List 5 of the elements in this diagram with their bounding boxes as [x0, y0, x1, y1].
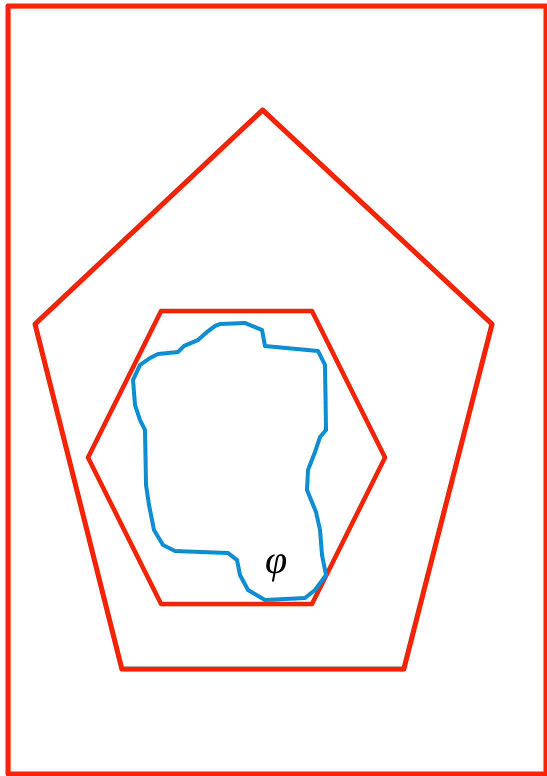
closed-curve [133, 323, 326, 600]
outer-frame [8, 6, 546, 774]
pentagon-outline [35, 110, 492, 669]
symbol-label: φ [265, 540, 288, 580]
hexagon-outline [88, 311, 385, 604]
